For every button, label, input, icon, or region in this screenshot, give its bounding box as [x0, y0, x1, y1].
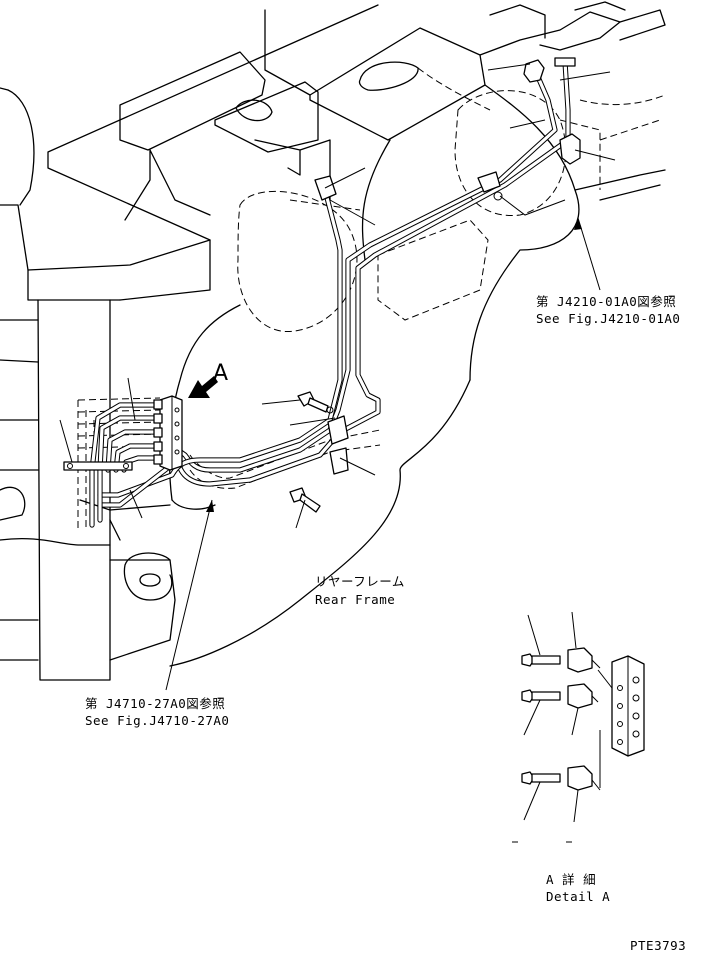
detail-a-drawing	[512, 611, 645, 843]
arrow-down-left-icon	[188, 376, 218, 398]
rear-frame-label-english: Rear Frame	[315, 592, 396, 607]
fittings	[63, 57, 581, 513]
reference-top-japanese: 第 J4210-01A0図参照	[536, 294, 677, 309]
view-marker-a: A	[213, 361, 229, 386]
leader-arrowheads	[206, 218, 582, 512]
drawing-code: PTE3793	[630, 938, 687, 953]
rear-frame-label-japanese: リヤーフレーム	[315, 574, 405, 589]
reference-bottom-japanese: 第 J4710-27A0図参照	[85, 696, 226, 711]
reference-bottom-english: See Fig.J4710-27A0	[85, 713, 230, 728]
pipe-routing	[89, 59, 571, 528]
detail-a-title-english: Detail A	[546, 889, 611, 904]
detail-a-title-japanese: A 詳 細	[546, 872, 597, 887]
leader-lines	[59, 63, 616, 691]
reference-top-english: See Fig.J4210-01A0	[536, 311, 681, 326]
